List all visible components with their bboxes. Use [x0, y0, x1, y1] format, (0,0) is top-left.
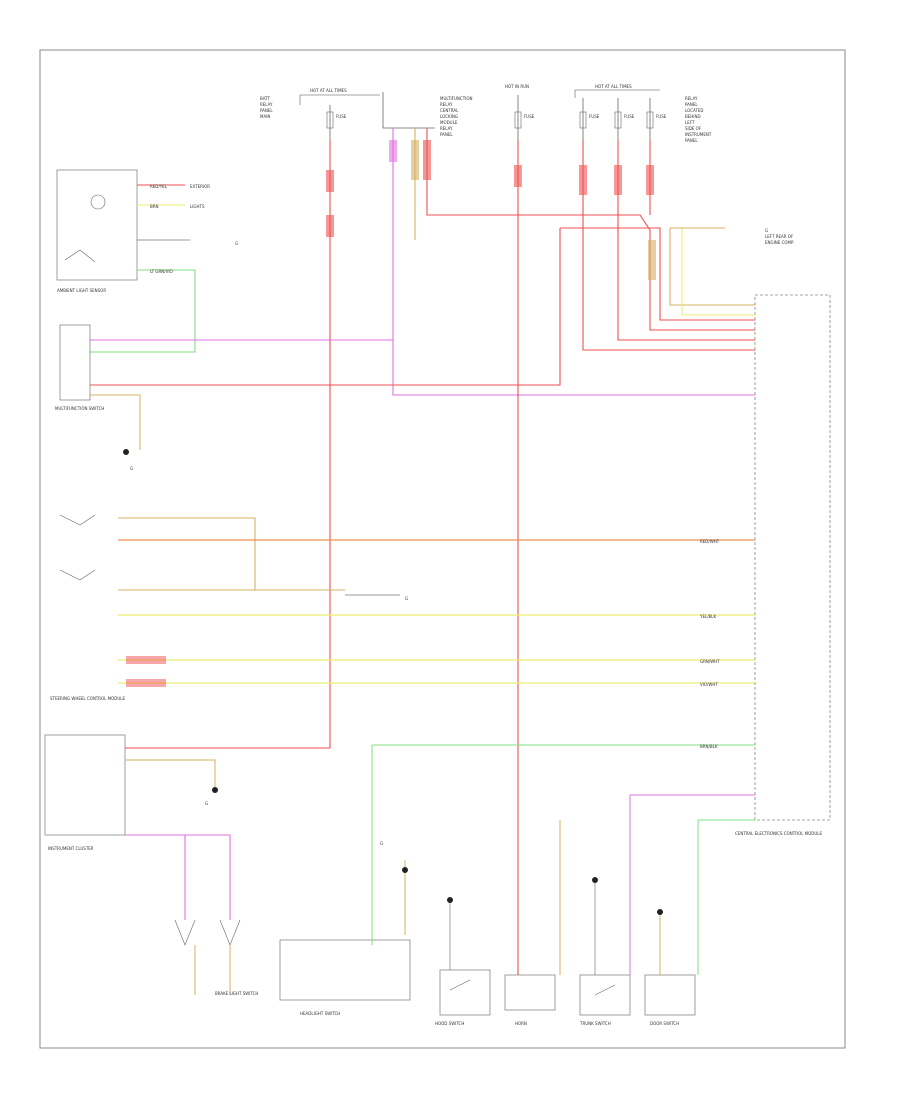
svg-text:G: G — [765, 228, 768, 233]
svg-text:PANEL: PANEL — [685, 102, 698, 107]
fuse-label-2: FUSE — [524, 114, 535, 119]
svg-text:INSTRUMENT: INSTRUMENT — [685, 132, 712, 137]
svg-text:G: G — [405, 596, 408, 601]
svg-text:MAIN: MAIN — [260, 114, 270, 119]
wire-tan-switch — [118, 517, 345, 591]
wire-pink-brake — [125, 834, 231, 920]
wire-red-right-4 — [560, 227, 755, 321]
svg-text:RED/YEL: RED/YEL — [150, 184, 168, 189]
svg-text:LEFT REAR OF: LEFT REAR OF — [765, 234, 794, 239]
svg-text:PANEL: PANEL — [260, 108, 273, 113]
fuse-box-mid: HOT IN RUN FUSE — [505, 84, 535, 140]
wire-red-right-2 — [617, 140, 755, 341]
svg-text:RELAY: RELAY — [260, 102, 273, 107]
headlight-switch: HEADLIGHT SWITCH — [279, 939, 411, 1016]
wire-pink-1 — [392, 128, 755, 396]
svg-text:LEFT: LEFT — [685, 120, 695, 125]
ground-points — [123, 449, 663, 915]
svg-text:BATT: BATT — [260, 96, 271, 101]
wire-red-cluster — [125, 140, 331, 749]
svg-text:BRN/BLK: BRN/BLK — [700, 744, 718, 749]
multifunction-switch: MULTIFUNCTION SWITCH — [55, 324, 104, 411]
instrument-cluster: INSTRUMENT CLUSTER — [44, 734, 126, 851]
svg-text:CENTRAL: CENTRAL — [440, 108, 459, 113]
relay-block: MULTIFUNCTION RELAY CENTRAL LOCKING MODU… — [382, 92, 472, 137]
fuse-label-5: FUSE — [656, 114, 667, 119]
svg-text:RELAY: RELAY — [685, 96, 698, 101]
svg-text:G: G — [235, 241, 238, 246]
fuse-box-right-label: HOT AT ALL TIMES — [595, 84, 632, 89]
door-switch: DOOR SWITCH — [644, 974, 696, 1026]
ambient-sensor-label: AMBIENT LIGHT SENSOR — [57, 288, 106, 293]
svg-text:VIO/WHT: VIO/WHT — [700, 682, 718, 687]
fuse-box-left: HOT AT ALL TIMES BATT RELAY PANEL MAIN F… — [260, 88, 380, 140]
hood-switch-label: HOOD SWITCH — [435, 1021, 464, 1026]
svg-text:LOCKING: LOCKING — [440, 114, 458, 119]
trunk-switch-label: TRUNK SWITCH — [579, 1021, 611, 1026]
svg-text:LT GRN/VIO: LT GRN/VIO — [150, 269, 173, 274]
fuse-box-left-label: HOT AT ALL TIMES — [310, 88, 347, 93]
diagram-border — [39, 49, 846, 1049]
hood-switch: HOOD SWITCH — [435, 969, 491, 1026]
svg-text:BEHIND: BEHIND — [685, 114, 701, 119]
fuse-label-1: FUSE — [336, 114, 347, 119]
svg-text:PANEL: PANEL — [440, 132, 453, 137]
ambient-light-sensor: AMBIENT LIGHT SENSOR — [56, 169, 138, 293]
central-module-label: CENTRAL ELECTRONICS CONTROL MODULE — [735, 831, 822, 836]
svg-text:G: G — [380, 841, 383, 846]
svg-text:GRN/WHT: GRN/WHT — [700, 659, 720, 664]
horn-label: HORN — [515, 1021, 527, 1026]
wire-labels: RED/YEL BRN LT GRN/VIO RED/WHT YEL/BLK G… — [150, 184, 720, 749]
svg-text:YEL/BLK: YEL/BLK — [699, 614, 717, 619]
svg-text:G: G — [130, 466, 133, 471]
fuse-box-right: HOT AT ALL TIMES FUSE FUSE FUSE RELAY PA… — [574, 84, 712, 143]
central-electronics-module: CENTRAL ELECTRONICS CONTROL MODULE — [735, 294, 831, 836]
svg-text:ENGINE COMP.: ENGINE COMP. — [765, 240, 794, 245]
svg-text:MODULE: MODULE — [440, 120, 458, 125]
svg-text:PANEL: PANEL — [685, 138, 698, 143]
brake-light-switch-label: BRAKE LIGHT SWITCH — [215, 991, 258, 996]
trunk-switch: TRUNK SWITCH — [579, 974, 631, 1026]
instrument-cluster-label: INSTRUMENT CLUSTER — [48, 846, 94, 851]
steering-wheel-module-label: STEERING WHEEL CONTROL MODULE — [50, 696, 126, 701]
svg-text:LIGHTS: LIGHTS — [190, 204, 205, 209]
svg-text:RED/WHT: RED/WHT — [700, 539, 720, 544]
fuse-box-mid-label: HOT IN RUN — [505, 84, 529, 89]
svg-text:SIDE OF: SIDE OF — [685, 126, 702, 131]
wire-red-relay — [426, 128, 755, 331]
wire-green-sensor — [90, 269, 196, 353]
fuse-label-3: FUSE — [589, 114, 600, 119]
door-switch-label: DOOR SWITCH — [650, 1021, 679, 1026]
headlight-switch-label: HEADLIGHT SWITCH — [300, 1011, 340, 1016]
svg-text:G: G — [205, 801, 208, 806]
horn: HORN — [504, 974, 556, 1026]
svg-text:RELAY: RELAY — [440, 102, 453, 107]
fuse-label-4: FUSE — [624, 114, 635, 119]
svg-text:BRN: BRN — [150, 204, 159, 209]
wire-red-right-1 — [582, 140, 755, 351]
multifunction-switch-label: MULTIFUNCTION SWITCH — [55, 406, 104, 411]
svg-text:RELAY: RELAY — [440, 126, 453, 131]
svg-text:EXTERIOR: EXTERIOR — [190, 184, 210, 189]
svg-text:MULTIFUNCTION: MULTIFUNCTION — [440, 96, 472, 101]
svg-text:LOCATED: LOCATED — [685, 108, 704, 113]
